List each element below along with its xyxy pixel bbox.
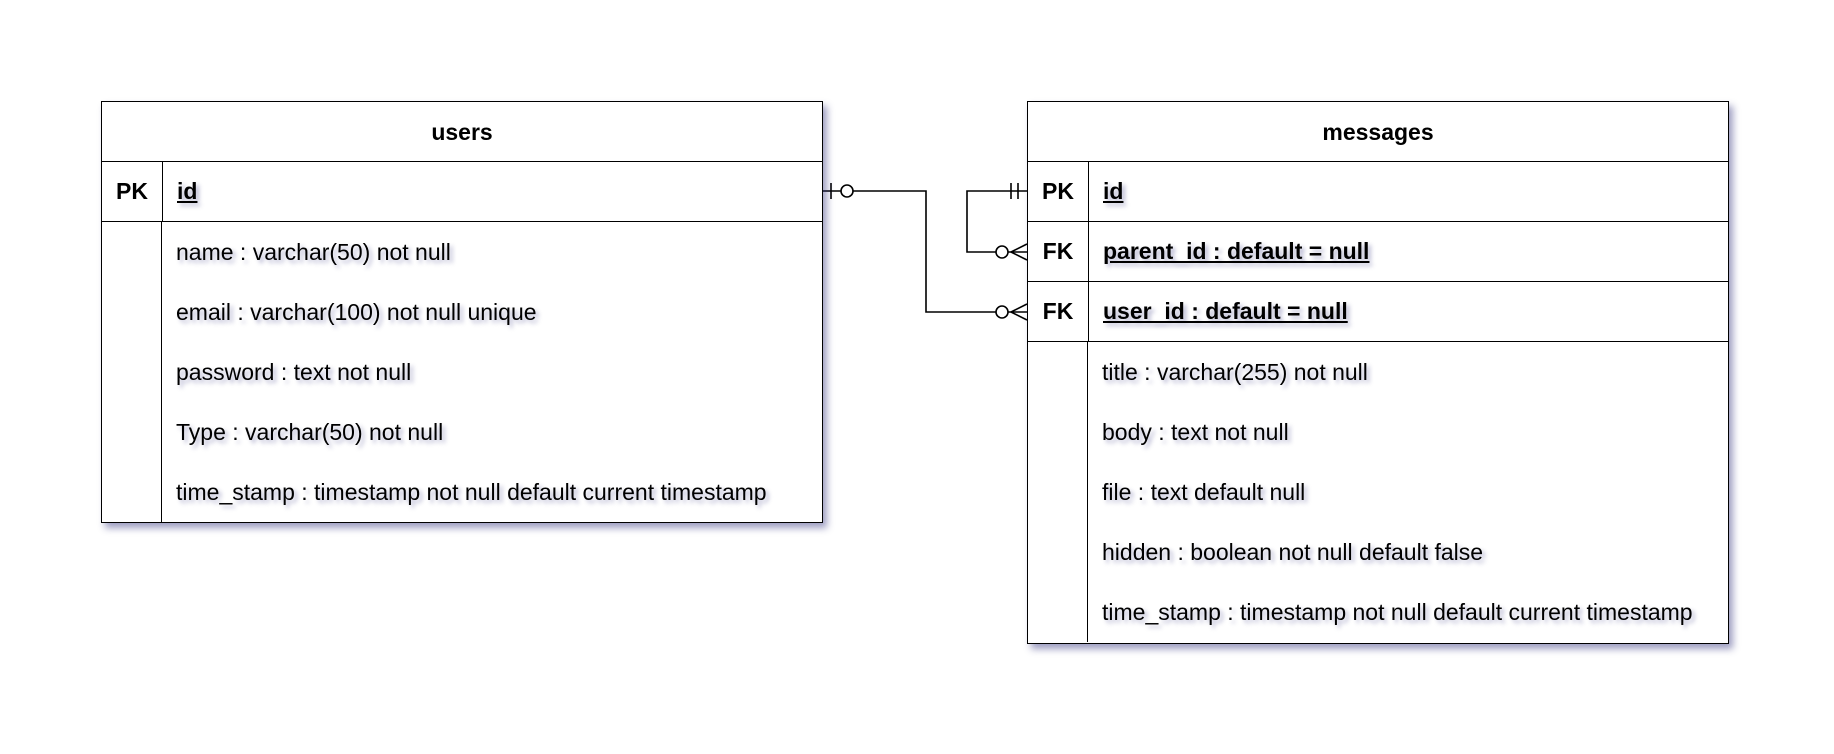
users-password-field: password : text not null — [176, 359, 412, 385]
messages-key-column — [1028, 342, 1088, 642]
crowfoot-marker — [1010, 243, 1028, 261]
messages-attributes: title : varchar(255) not null body : tex… — [1028, 342, 1728, 642]
zero-circle-marker — [995, 245, 1009, 259]
messages-fk-parent-row: FK parent_id : default = null — [1028, 222, 1728, 282]
users-messages-relation-line — [823, 190, 1027, 313]
messages-hidden-field: hidden : boolean not null default false — [1102, 539, 1484, 565]
users-type-field: Type : varchar(50) not null — [176, 419, 444, 445]
users-pk-row: PK id — [102, 162, 822, 222]
users-table[interactable]: users PK id name : varchar(50) not null … — [101, 101, 823, 523]
users-id-field: id — [177, 178, 198, 204]
users-attributes: name : varchar(50) not null email : varc… — [102, 222, 822, 522]
messages-table[interactable]: messages PK id FK parent_id : default = … — [1027, 101, 1729, 644]
users-email-field: email : varchar(100) not null unique — [176, 299, 537, 325]
messages-title-field: title : varchar(255) not null — [1102, 359, 1368, 385]
messages-user-id-field: user_id : default = null — [1103, 298, 1348, 324]
messages-timestamp-field: time_stamp : timestamp not null default … — [1102, 599, 1693, 625]
zero-circle-marker — [840, 184, 854, 198]
crowfoot-marker — [1010, 303, 1028, 321]
messages-pk-row: PK id — [1028, 162, 1728, 222]
users-key-column — [102, 222, 162, 522]
fk-label: FK — [1028, 282, 1089, 341]
users-table-title: users — [102, 102, 822, 162]
fk-label: FK — [1028, 222, 1089, 281]
messages-id-field: id — [1103, 178, 1124, 204]
messages-parent-id-field: parent_id : default = null — [1103, 238, 1370, 264]
messages-fk-user-row: FK user_id : default = null — [1028, 282, 1728, 342]
users-timestamp-field: time_stamp : timestamp not null default … — [176, 479, 767, 505]
messages-table-title: messages — [1028, 102, 1728, 162]
pk-label: PK — [102, 162, 163, 221]
messages-file-field: file : text default null — [1102, 479, 1306, 505]
zero-circle-marker — [995, 305, 1009, 319]
messages-body-field: body : text not null — [1102, 419, 1289, 445]
users-name-field: name : varchar(50) not null — [176, 239, 451, 265]
self-relation-line — [966, 190, 1027, 253]
pk-label: PK — [1028, 162, 1089, 221]
